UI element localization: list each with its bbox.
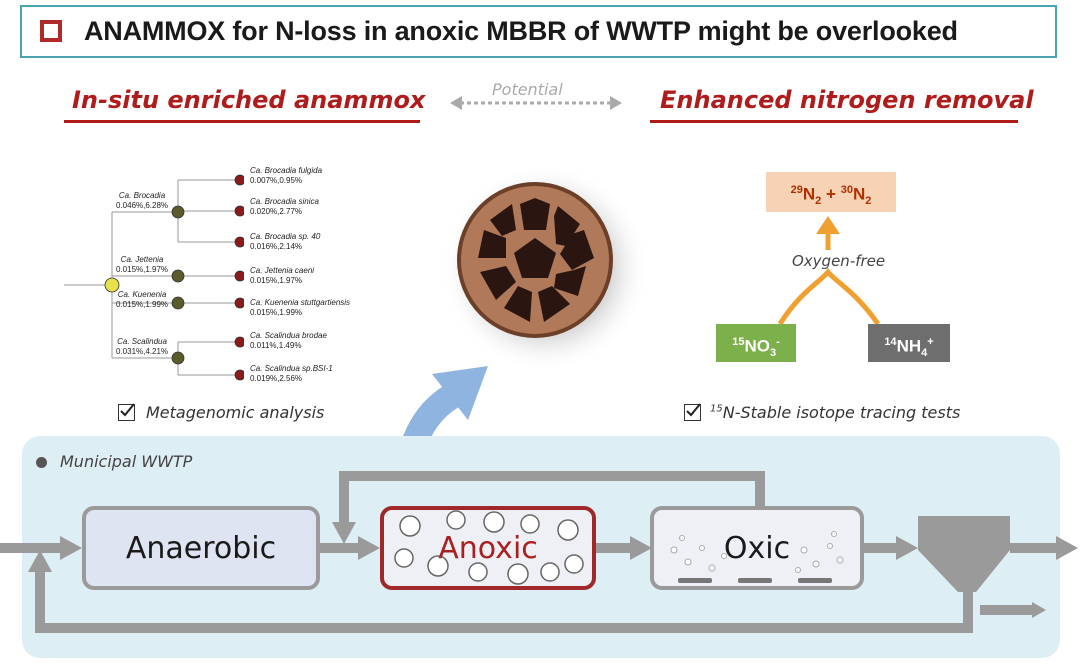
right-heading: Enhanced nitrogen removal <box>660 86 1034 114</box>
tree-leaf-node <box>234 205 244 217</box>
tree-leaf-node <box>234 336 244 348</box>
title-banner: ANAMMOX for N-loss in anoxic MBBR of WWT… <box>20 5 1057 58</box>
wwtp-label: Municipal WWTP <box>60 452 193 471</box>
tree-root-node <box>104 277 120 293</box>
tree-clade-node-scalindua <box>171 351 185 365</box>
right-caption: 15N-Stable isotope tracing tests <box>710 403 961 422</box>
anoxic-label: Anoxic <box>438 531 538 566</box>
potential-double-arrow <box>450 96 622 110</box>
potential-label: Potential <box>492 80 563 99</box>
oxic-reactor: Oxic <box>650 506 864 590</box>
carrier-media-icon <box>394 510 584 585</box>
condition-label: Oxygen-free <box>792 252 886 270</box>
product-n2-box: 29N2 + 30N2 <box>766 172 896 212</box>
left-heading-underline <box>64 120 420 123</box>
tree-clade-node-kuenenia <box>171 296 185 310</box>
tree-clade-node-brocadia <box>171 205 185 219</box>
ammonium-box: 14NH4+ <box>868 324 950 362</box>
checkbox-icon <box>684 403 701 421</box>
tree-leaf-node <box>234 270 244 282</box>
reaction-arrows <box>777 216 881 326</box>
tree-clade-node-jettenia <box>171 269 185 283</box>
page-title: ANAMMOX for N-loss in anoxic MBBR of WWT… <box>84 16 958 46</box>
phylogenetic-tree <box>64 174 244 381</box>
checkbox-icon <box>118 403 135 421</box>
left-caption: Metagenomic analysis <box>146 403 325 422</box>
anaerobic-reactor: Anaerobic <box>82 506 320 590</box>
air-bubbles-icon <box>670 531 844 583</box>
oxic-label: Oxic <box>723 531 791 566</box>
nitrate-box: 15NO3- <box>716 324 796 362</box>
mbbr-carrier-image <box>441 164 649 368</box>
tree-leaf-node <box>234 297 244 309</box>
bullet-dot-icon <box>36 457 47 468</box>
tree-leaf-node <box>234 369 244 381</box>
title-bullet-square <box>40 20 62 42</box>
anoxic-reactor: Anoxic <box>380 506 596 590</box>
tree-leaf-node <box>234 174 244 186</box>
tree-leaf-node <box>234 236 244 248</box>
process-flow-lines <box>0 471 1078 633</box>
right-heading-underline <box>650 120 1018 123</box>
anaerobic-label: Anaerobic <box>125 531 277 566</box>
left-heading: In-situ enriched anammox <box>72 86 426 114</box>
